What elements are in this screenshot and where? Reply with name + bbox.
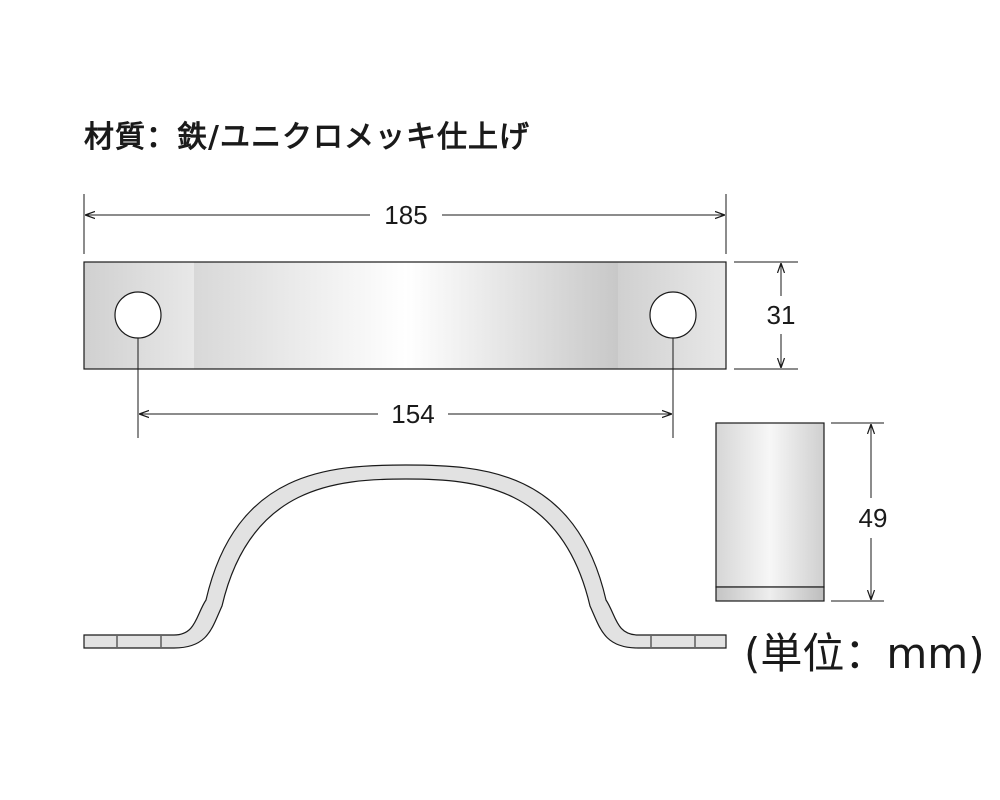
mounting-hole-right <box>649 291 697 339</box>
material-title: 材質：鉄/ユニクロメッキ仕上げ <box>84 120 530 155</box>
mounting-hole-left <box>114 291 162 339</box>
dimension-hole-pitch: 154 <box>137 338 674 438</box>
width-label: 31 <box>767 300 796 330</box>
unit-label: (単位：mm) <box>744 629 985 678</box>
height-label: 49 <box>859 503 888 533</box>
hole-pitch-label: 154 <box>391 399 434 429</box>
dimension-width: 31 <box>734 261 798 370</box>
dimension-overall-length: 185 <box>83 194 727 254</box>
front-view-saddle <box>83 464 727 649</box>
dimension-height: 49 <box>831 422 888 602</box>
side-view <box>715 422 825 602</box>
top-view-strap <box>83 261 727 370</box>
overall-length-label: 185 <box>384 200 427 230</box>
